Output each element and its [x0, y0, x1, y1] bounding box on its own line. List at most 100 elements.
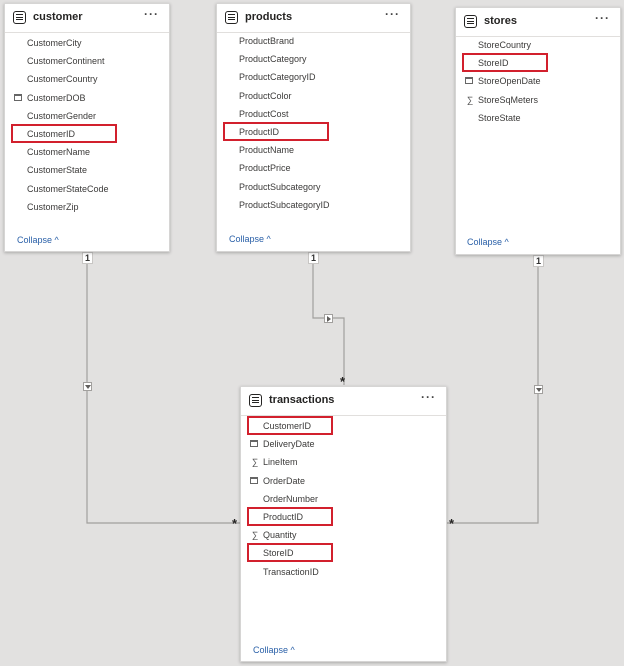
field-name: CustomerCountry: [27, 74, 98, 85]
field-row[interactable]: ∑Quantity: [241, 526, 446, 544]
field-name: ProductCategoryID: [239, 72, 316, 83]
field-name: ProductBrand: [239, 36, 295, 46]
collapse-button[interactable]: Collapse ^: [253, 645, 295, 655]
table-icon: [225, 11, 238, 24]
calendar-icon: [250, 476, 258, 484]
highlight-box: [462, 53, 548, 73]
field-row[interactable]: ProductID: [217, 122, 410, 141]
field-row[interactable]: ProductCategory: [217, 50, 410, 68]
field-name: ProductSubcategoryID: [239, 199, 330, 210]
field-row[interactable]: CustomerZip: [5, 198, 169, 216]
field-row[interactable]: CustomerCountry: [5, 70, 169, 88]
field-name: StoreOpenDate: [478, 76, 541, 87]
products-one-marker: 1: [308, 252, 319, 264]
field-row[interactable]: ProductBrand: [217, 32, 410, 50]
field-row[interactable]: DeliveryDate: [241, 435, 446, 453]
field-name: StoreState: [478, 112, 521, 123]
field-name: StoreSqMeters: [478, 94, 539, 105]
highlight-box: [11, 124, 117, 143]
arrow-right-icon: [327, 316, 331, 322]
stores-many-marker: *: [449, 516, 455, 531]
field-row[interactable]: TransactionID: [241, 563, 446, 581]
field-row[interactable]: ProductPrice: [217, 159, 410, 177]
field-name: CustomerCity: [27, 38, 82, 48]
calendar-icon: [250, 440, 258, 448]
card-header[interactable]: products ···: [217, 4, 410, 33]
customer-one-marker: 1: [82, 252, 93, 264]
field-row[interactable]: OrderDate: [241, 472, 446, 490]
card-header[interactable]: transactions ···: [241, 387, 446, 416]
field-row[interactable]: ∑StoreSqMeters: [456, 91, 620, 109]
table-title: transactions: [269, 394, 335, 406]
field-name: StoreID: [263, 548, 294, 559]
field-name: StoreID: [478, 58, 509, 69]
arrow-down-icon: [536, 388, 542, 392]
field-row[interactable]: CustomerGender: [5, 107, 169, 125]
field-row[interactable]: StoreOpenDate: [456, 72, 620, 90]
field-name: ProductPrice: [239, 163, 291, 174]
field-row[interactable]: ProductCost: [217, 105, 410, 123]
field-name: CustomerID: [263, 421, 312, 431]
products-filter-direction[interactable]: [324, 314, 333, 323]
field-row[interactable]: ∑LineItem: [241, 453, 446, 471]
table-icon: [13, 11, 26, 24]
field-row[interactable]: CustomerID: [241, 416, 446, 435]
more-options-button[interactable]: ···: [421, 390, 436, 404]
field-name: CustomerDOB: [27, 92, 86, 103]
field-row[interactable]: StoreID: [456, 53, 620, 73]
relationship-line-stores: [447, 256, 539, 524]
field-name: ProductSubcategory: [239, 181, 321, 192]
field-row[interactable]: CustomerID: [5, 124, 169, 143]
card-header[interactable]: stores ···: [456, 8, 620, 37]
collapse-button[interactable]: Collapse ^: [229, 234, 271, 244]
field-row[interactable]: ProductID: [241, 507, 446, 526]
field-row[interactable]: ProductCategoryID: [217, 68, 410, 86]
field-row[interactable]: ProductSubcategory: [217, 178, 410, 196]
field-row[interactable]: ProductColor: [217, 87, 410, 105]
collapse-button[interactable]: Collapse ^: [17, 235, 59, 245]
field-name: ProductID: [263, 512, 304, 522]
highlight-box: [247, 507, 333, 526]
field-name: DeliveryDate: [263, 439, 315, 450]
field-row[interactable]: CustomerState: [5, 161, 169, 179]
field-name: CustomerContinent: [27, 56, 105, 67]
field-row[interactable]: CustomerDOB: [5, 89, 169, 107]
relationship-line-customer: [86, 253, 240, 524]
highlight-box: [223, 122, 329, 141]
field-row[interactable]: StoreCountry: [456, 36, 620, 54]
field-name: StoreCountry: [478, 40, 532, 50]
stores-one-marker: 1: [533, 255, 544, 267]
table-card-transactions[interactable]: transactions ··· CustomerID DeliveryDate ∑…: [240, 386, 447, 662]
field-row[interactable]: CustomerStateCode: [5, 180, 169, 198]
highlight-box: [247, 416, 333, 435]
field-row[interactable]: ProductName: [217, 141, 410, 159]
field-row[interactable]: ProductSubcategoryID: [217, 196, 410, 214]
field-row[interactable]: CustomerName: [5, 143, 169, 161]
highlight-box: [247, 543, 333, 563]
field-row[interactable]: CustomerCity: [5, 34, 169, 52]
field-name: ProductCategory: [239, 54, 307, 65]
collapse-button[interactable]: Collapse ^: [467, 237, 509, 247]
field-row[interactable]: CustomerContinent: [5, 52, 169, 70]
sigma-icon: ∑: [251, 457, 259, 468]
stores-filter-direction[interactable]: [534, 385, 543, 394]
field-row[interactable]: StoreState: [456, 109, 620, 127]
calendar-icon: [14, 93, 22, 101]
field-name: OrderNumber: [263, 493, 319, 504]
more-options-button[interactable]: ···: [144, 7, 159, 21]
more-options-button[interactable]: ···: [385, 7, 400, 21]
field-name: TransactionID: [263, 566, 319, 577]
field-name: OrderDate: [263, 475, 306, 486]
field-name: CustomerName: [27, 147, 91, 158]
more-options-button[interactable]: ···: [595, 11, 610, 25]
table-title: products: [245, 11, 293, 23]
field-row[interactable]: StoreID: [241, 543, 446, 563]
field-row[interactable]: OrderNumber: [241, 490, 446, 508]
calendar-icon: [465, 77, 473, 85]
card-header[interactable]: customer ···: [5, 4, 169, 33]
customer-filter-direction[interactable]: [83, 382, 92, 391]
